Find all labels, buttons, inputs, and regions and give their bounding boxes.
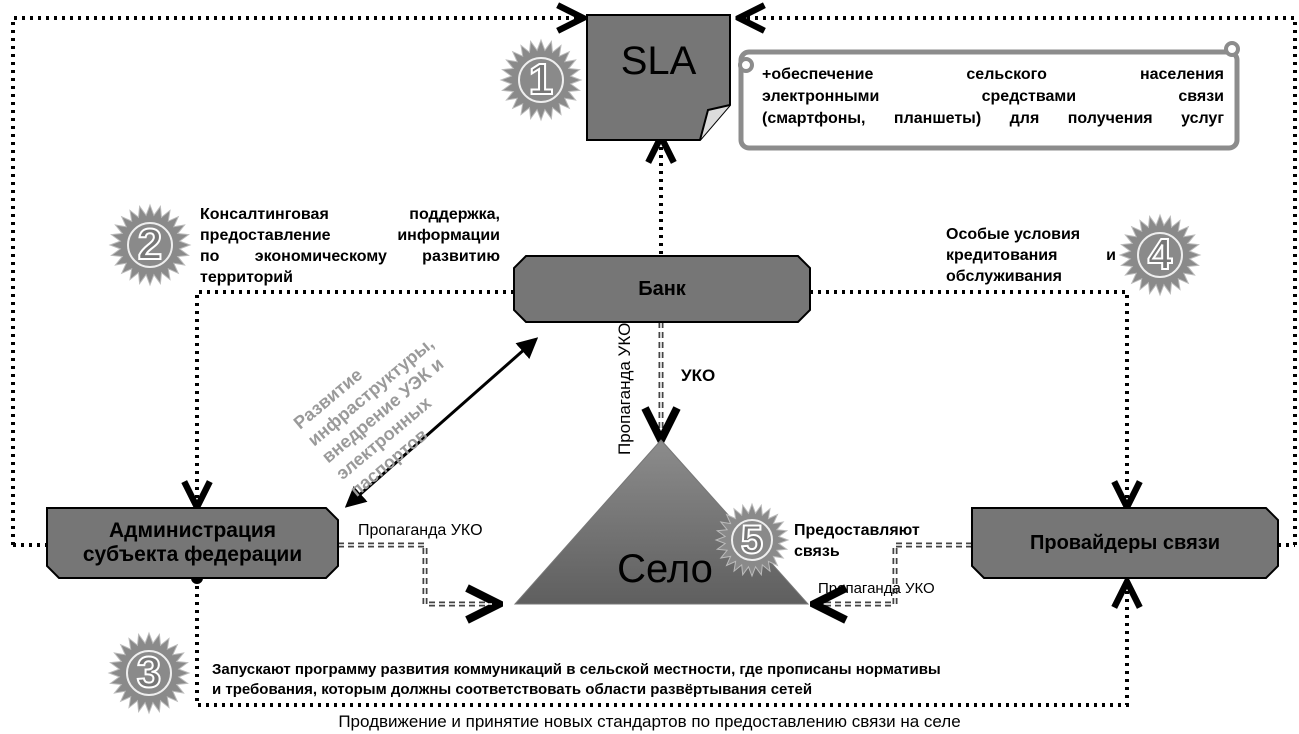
bank-box	[513, 255, 811, 323]
arrow-admin-to-providers	[195, 578, 1127, 707]
arrow-admin-bank-bidirectional	[344, 337, 539, 508]
program-text: Запускают программу развития коммуникаци…	[212, 661, 941, 698]
burst-4	[1118, 213, 1202, 297]
arrow-admin-to-village	[338, 542, 495, 604]
consulting-text: Консалтинговая поддержка, предоставление…	[200, 206, 500, 286]
propaganda-providers-text: Пропаганда УКО	[818, 580, 935, 597]
uko-label: УКО	[681, 366, 716, 385]
sla-note-text: +обеспечение сельского населения электро…	[762, 66, 1224, 127]
marker-5: 5	[740, 517, 764, 563]
admin-box	[46, 507, 339, 579]
burst-1	[499, 38, 583, 122]
propaganda-vertical-text: Пропаганда УКО	[615, 323, 634, 455]
infra-text: Развитие инфраструктуры, внедрение УЭК и…	[290, 333, 448, 500]
marker-2: 2	[137, 219, 163, 270]
propaganda-admin-text: Пропаганда УКО	[358, 522, 483, 539]
burst-5	[714, 502, 790, 578]
sla-note-scroll	[738, 49, 1240, 151]
sla-label: SLA	[620, 39, 697, 83]
arrow-bank-to-admin	[197, 290, 514, 504]
dotted-frame-top-left	[11, 18, 580, 545]
marker-4: 4	[1147, 229, 1173, 280]
credit-text: Особые условия кредитования и обслуживан…	[946, 226, 1116, 285]
burst-2	[108, 203, 192, 287]
burst-3	[107, 631, 191, 715]
providers-box	[971, 507, 1279, 579]
providers-label: Провайдеры связи	[1030, 531, 1220, 554]
marker-3: 3	[136, 647, 162, 698]
bank-label: Банк	[638, 277, 686, 300]
provide-text: Предоставляют связь	[794, 522, 920, 560]
village-label: Село	[617, 547, 713, 591]
standards-text: Продвижение и принятие новых стандартов …	[338, 712, 961, 731]
admin-label: Администрация субъекта федерации	[82, 518, 303, 566]
marker-1: 1	[528, 54, 554, 105]
arrow-bank-to-providers	[810, 290, 1127, 504]
